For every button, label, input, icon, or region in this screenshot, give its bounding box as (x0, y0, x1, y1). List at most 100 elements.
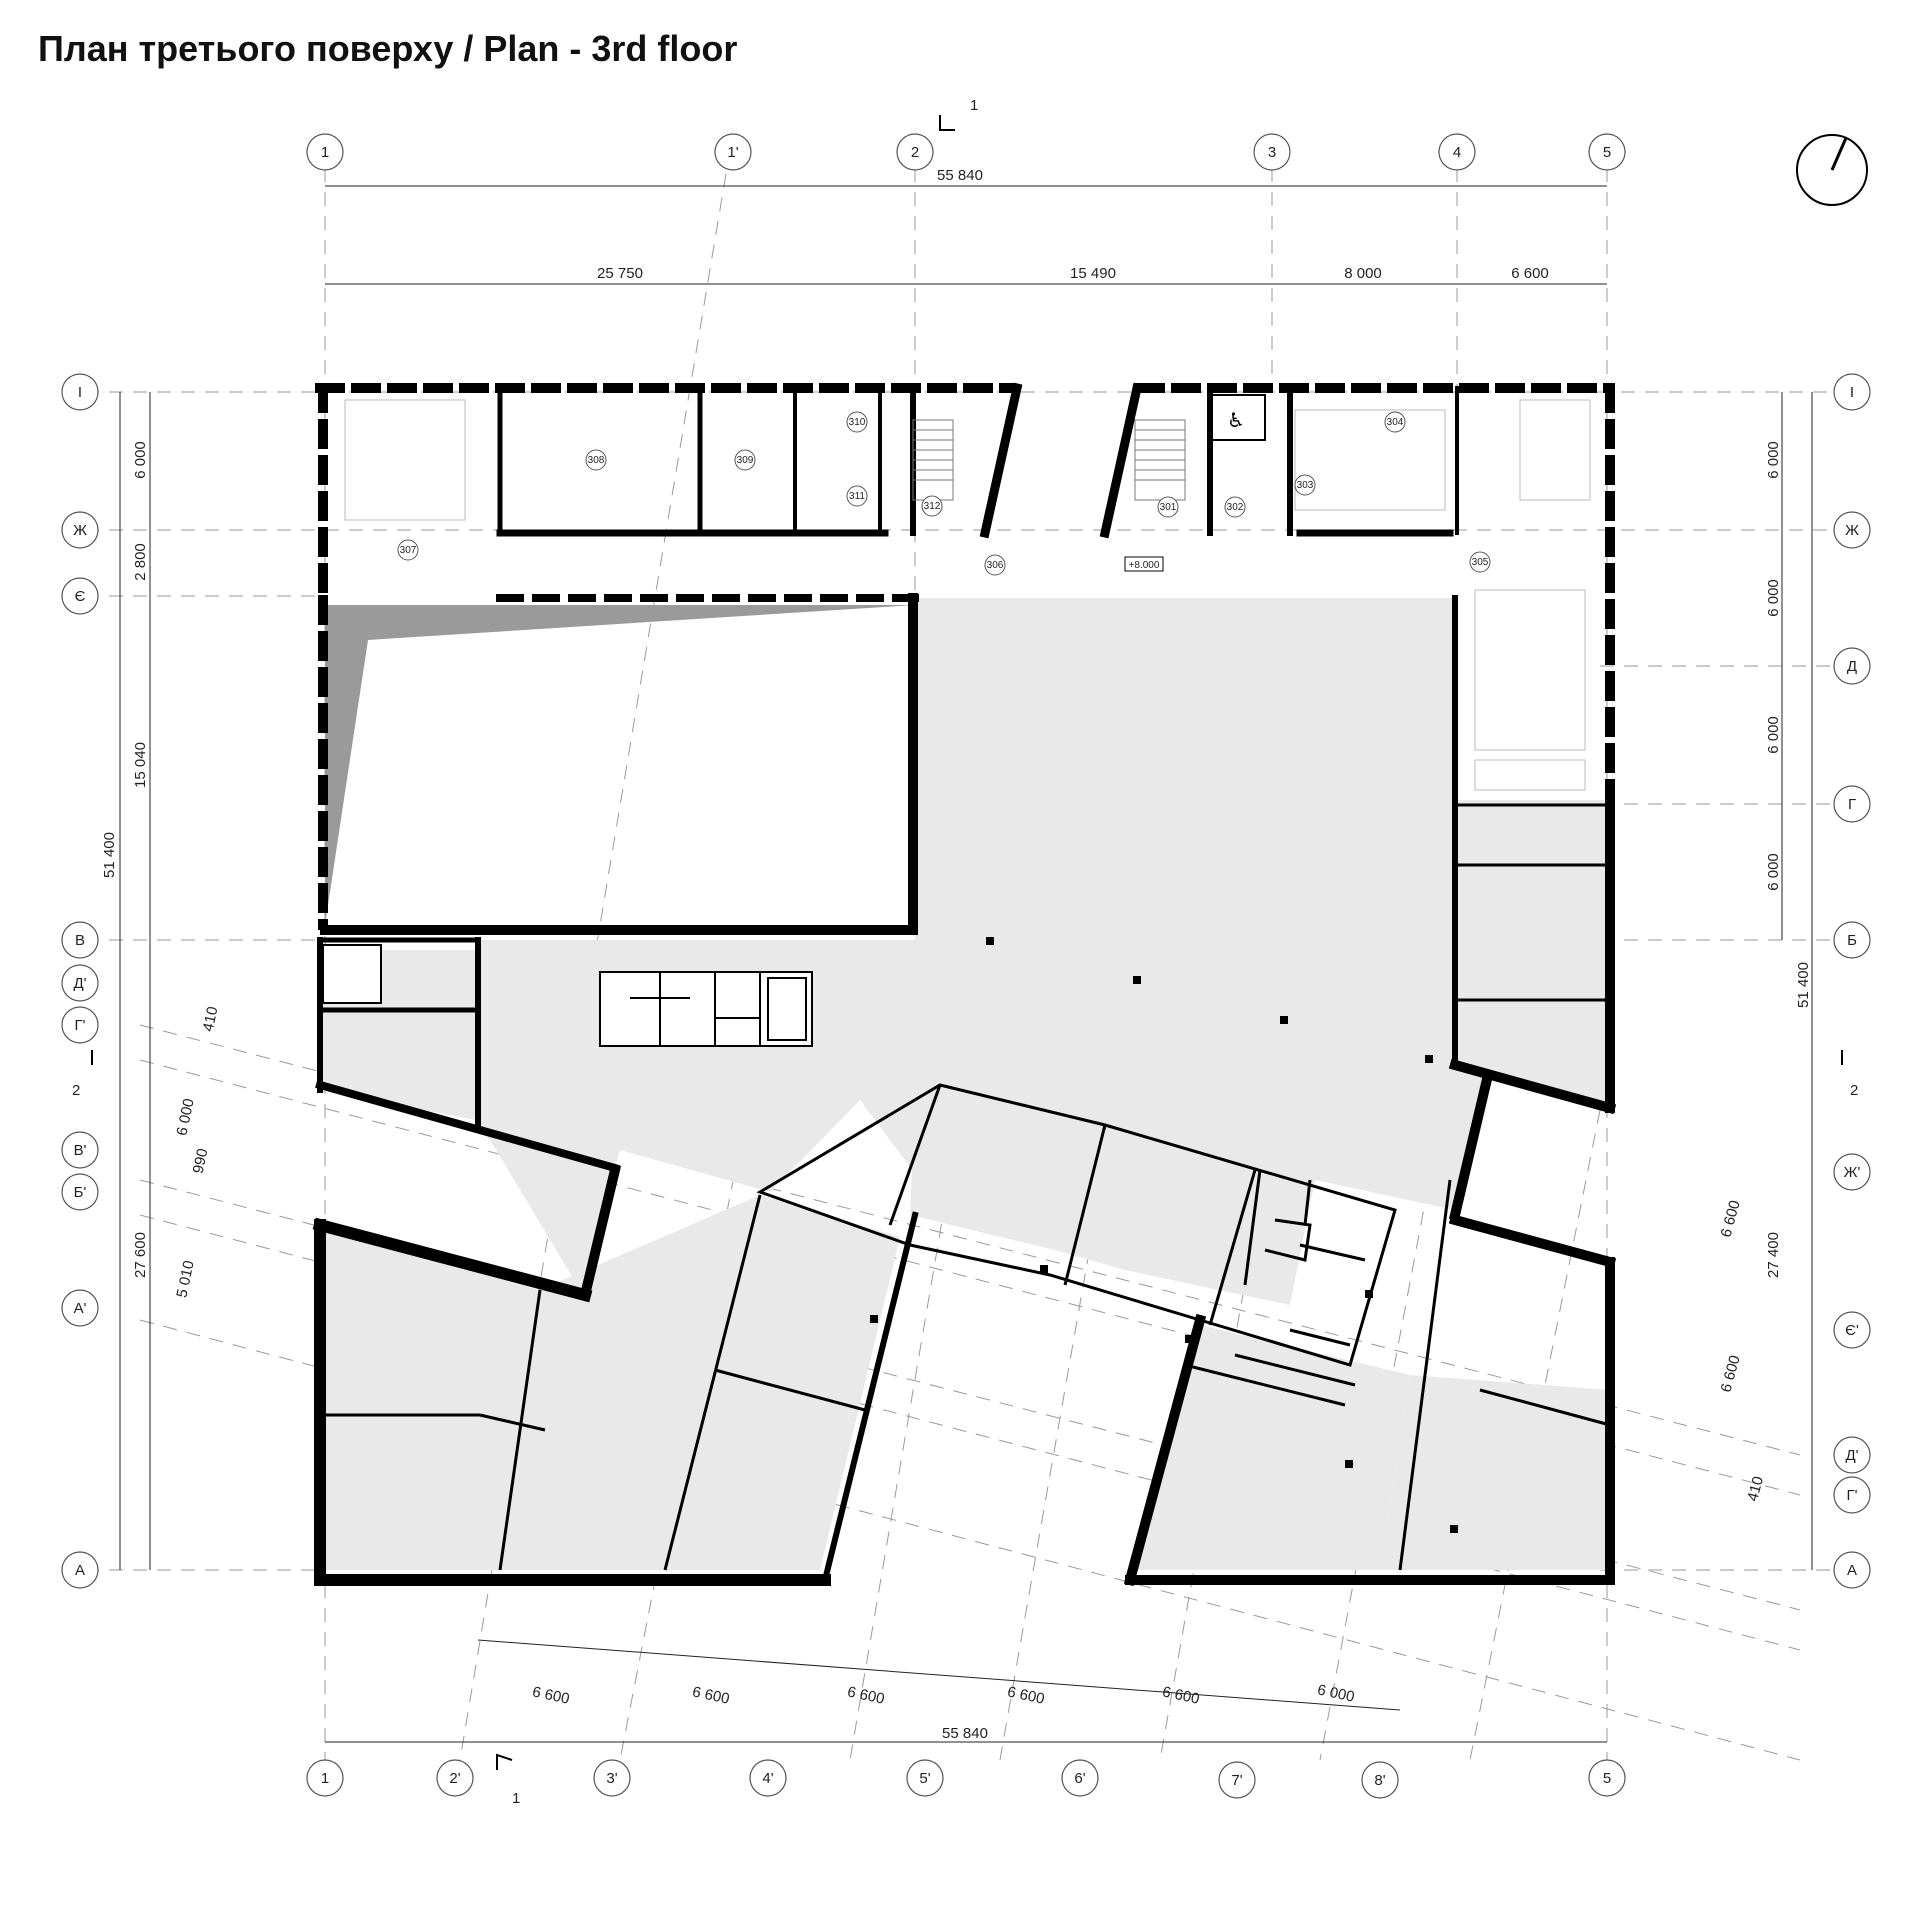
axis-top-2: 1' (727, 144, 738, 161)
dim-right-8: 6 600 (1718, 1354, 1744, 1395)
axis-left-5: Д' (73, 975, 86, 992)
dim-left-9: 27 600 (132, 1232, 149, 1278)
axis-left-10: А (75, 1562, 85, 1579)
axis-bottom-2: 2' (449, 1770, 460, 1787)
axis-top-6: 5 (1603, 144, 1611, 161)
dim-left-4: 51 400 (101, 832, 118, 878)
room-306: 306 (987, 560, 1004, 571)
axis-top-1: 1 (321, 144, 329, 161)
section-2-right: 2 (1850, 1082, 1858, 1099)
axis-bottom-9: 5 (1603, 1770, 1611, 1787)
axis-right-8: Д' (1845, 1447, 1858, 1464)
room-311: 311 (849, 491, 865, 502)
axis-right-10: А (1847, 1562, 1857, 1579)
room-302: 302 (1227, 502, 1244, 513)
columns (870, 937, 1458, 1533)
axis-right-5: Б (1847, 932, 1857, 949)
axis-right-9: Г' (1847, 1487, 1858, 1504)
stairs (912, 419, 1186, 501)
dim-top-seg-3: 8 000 (1344, 265, 1382, 282)
dim-top-seg-1: 25 750 (597, 265, 643, 282)
room-301: 301 (1160, 502, 1177, 513)
atrium-kiosk (322, 944, 813, 1047)
room-312: 312 (924, 501, 941, 512)
dim-bottom-seg-5: 6 600 (1161, 1683, 1201, 1707)
dim-left-2: 2 800 (132, 543, 149, 581)
dim-right-3: 6 000 (1765, 716, 1782, 754)
axis-top-4: 3 (1268, 144, 1276, 161)
axis-right (1833, 373, 1871, 1589)
dim-right-4: 6 000 (1765, 853, 1782, 891)
axis-left-2: Ж (73, 522, 87, 539)
dim-right-1: 6 000 (1765, 441, 1782, 479)
dim-left-1: 6 000 (132, 441, 149, 479)
dim-bottom-seg-2: 6 600 (691, 1683, 731, 1707)
room-309: 309 (737, 455, 754, 466)
level-label: +8.000 (1129, 560, 1160, 571)
dim-left-6: 6 000 (173, 1097, 197, 1137)
axis-bottom-1: 1 (321, 1770, 329, 1787)
level-marker (1124, 556, 1164, 572)
accessible-icon: ♿ (1227, 408, 1245, 432)
dim-left-5: 410 (200, 1005, 222, 1033)
axis-left-3: Є (75, 588, 86, 605)
room-310: 310 (849, 417, 866, 428)
axis-bottom-7: 7' (1231, 1772, 1242, 1789)
axis-top (306, 133, 1626, 171)
interior-walls (320, 803, 1611, 1571)
axis-bottom-4: 4' (762, 1770, 773, 1787)
dim-top-seg-2: 15 490 (1070, 265, 1116, 282)
axis-left-6: Г' (75, 1017, 86, 1034)
axis-bottom-6: 6' (1074, 1770, 1085, 1787)
axis-left-8: Б' (74, 1184, 87, 1201)
axis-right-1: І (1850, 384, 1854, 401)
section-1-top: 1 (970, 97, 978, 114)
page-title: План третього поверху / Plan - 3rd floor (38, 28, 738, 69)
axis-right-4: Г (1848, 796, 1856, 813)
dim-top-seg-4: 6 600 (1511, 265, 1549, 282)
dim-bottom-total: 55 840 (942, 1725, 988, 1742)
axis-bottom-5: 5' (919, 1770, 930, 1787)
room-303: 303 (1297, 480, 1314, 491)
floor-area (320, 598, 1610, 1570)
dim-right-2: 6 000 (1765, 579, 1782, 617)
north-arrow-icon (1796, 134, 1868, 206)
dim-right-7: 27 400 (1765, 1232, 1782, 1278)
dimension-lines (119, 185, 1813, 1743)
axis-right-3: Д (1847, 658, 1857, 675)
dim-top-total: 55 840 (937, 167, 983, 184)
dim-bottom-seg-3: 6 600 (846, 1683, 886, 1707)
axis-top-3: 2 (911, 144, 919, 161)
dim-bottom-seg-6: 6 000 (1316, 1681, 1356, 1705)
axis-left (61, 373, 99, 1589)
dim-left-7: 990 (190, 1147, 212, 1175)
dim-right-5: 51 400 (1795, 962, 1812, 1008)
courtyard-ramp (325, 605, 915, 925)
dim-right-6: 6 600 (1718, 1199, 1744, 1240)
furniture (344, 399, 1591, 791)
room-305: 305 (1472, 557, 1489, 568)
dim-bottom-seg-1: 6 600 (531, 1683, 571, 1707)
section-1-bottom: 1 (512, 1790, 520, 1807)
axis-bottom-8: 8' (1374, 1772, 1385, 1789)
section-2-left: 2 (72, 1082, 80, 1099)
axis-bottom-3: 3' (606, 1770, 617, 1787)
room-304: 304 (1387, 417, 1404, 428)
dim-left-3: 15 040 (132, 742, 149, 788)
axis-bottom (306, 1759, 1626, 1799)
dim-right-9: 410 (1744, 1475, 1767, 1504)
axis-right-2: Ж (1845, 522, 1859, 539)
axis-left-9: А' (74, 1300, 87, 1317)
axis-right-6: Ж' (1844, 1164, 1861, 1181)
section-markers (91, 115, 1843, 1770)
room-307: 307 (400, 545, 417, 556)
dim-bottom-seg-4: 6 600 (1006, 1683, 1046, 1707)
axis-left-1: І (78, 384, 82, 401)
room-308: 308 (588, 455, 605, 466)
room-tags (397, 411, 1491, 576)
dim-left-8: 5 010 (173, 1259, 197, 1299)
axis-top-5: 4 (1453, 144, 1461, 161)
elevator (1209, 394, 1266, 441)
axis-right-7: Є' (1845, 1322, 1859, 1339)
